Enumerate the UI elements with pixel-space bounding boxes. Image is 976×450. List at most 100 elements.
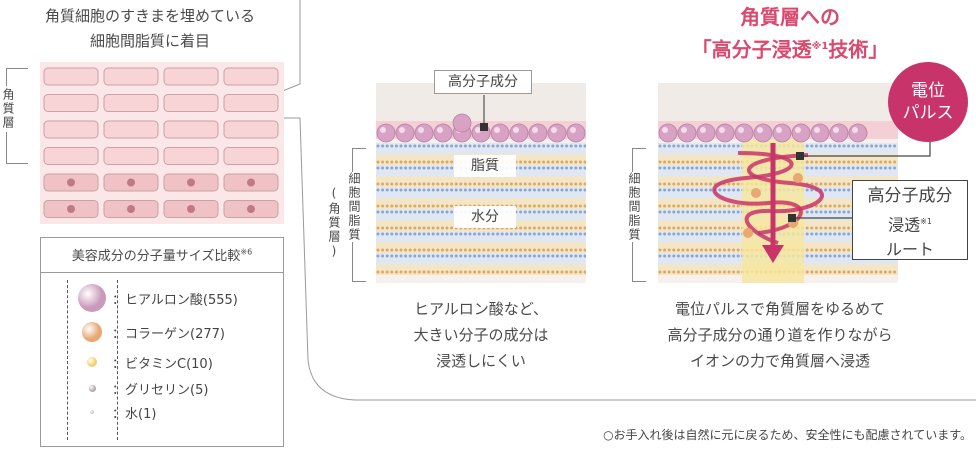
lipid-head: [404, 160, 408, 164]
lipid-head: [574, 248, 578, 252]
lipid-head: [440, 182, 444, 186]
lipid-head: [690, 182, 694, 186]
lipid-head: [404, 232, 408, 236]
corneocyte-cell: [43, 94, 99, 112]
lipid-head: [569, 188, 573, 192]
molecule-highlight: [551, 127, 557, 133]
legend-item-label: ：グリセリン(5): [112, 382, 209, 398]
lipid-head: [399, 210, 403, 214]
lipid-head: [486, 248, 490, 252]
lipid-head: [537, 188, 541, 192]
lipid-head: [431, 226, 435, 230]
lipid-head: [695, 144, 699, 148]
lipid-head: [431, 254, 435, 258]
lipid-head: [722, 204, 726, 208]
lipid-head: [851, 160, 855, 164]
lipid-head: [413, 188, 417, 192]
lipid-head: [709, 254, 713, 258]
lipid-head: [681, 248, 685, 252]
molecule-highlight: [570, 127, 576, 133]
lipid-head: [667, 210, 671, 214]
lipid-head: [663, 144, 667, 148]
lipid-head: [583, 188, 586, 192]
lipid-head: [736, 160, 740, 164]
lipid-head: [523, 270, 527, 274]
lipid-head: [399, 226, 403, 230]
lipid-head: [810, 248, 814, 252]
lipid-head: [833, 188, 837, 192]
lipid-head: [404, 188, 408, 192]
lipid-head: [528, 232, 532, 236]
legend-item: ：水(1): [72, 400, 156, 424]
main-title-line2: 「高分子浸透※1技術」: [620, 32, 960, 65]
lipid-head: [500, 270, 504, 274]
lipid-head: [699, 204, 703, 208]
lipid-head: [828, 226, 832, 230]
lipid-head: [486, 144, 490, 148]
lipid-head: [408, 182, 412, 186]
lipid-head: [394, 204, 398, 208]
lipid-head: [699, 270, 703, 274]
lipid-head: [695, 160, 699, 164]
lipid-head: [837, 254, 841, 258]
lipid-head: [828, 182, 832, 186]
lipid-head: [413, 232, 417, 236]
lipid-head: [565, 248, 569, 252]
legend-dot-cell: [72, 284, 112, 312]
lipid-head: [519, 182, 523, 186]
lipid-head: [828, 144, 832, 148]
lipid-head: [450, 160, 454, 164]
lipid-head: [676, 226, 680, 230]
lipid-head: [837, 166, 841, 170]
lipid-head: [546, 226, 550, 230]
lipid-head: [551, 248, 555, 252]
lipid-head: [672, 160, 676, 164]
lipid-head: [824, 166, 828, 170]
lipid-head: [385, 254, 389, 258]
route-label-line2-text: 浸透: [888, 215, 921, 235]
lipid-head: [450, 188, 454, 192]
lipid-head: [870, 144, 874, 148]
lipid-head: [718, 166, 722, 170]
left-caption: ヒアルロン酸など、 大きい分子の成分は 浸透しにくい: [376, 296, 586, 374]
lipid-head: [394, 270, 398, 274]
lipid-head: [583, 270, 586, 274]
lipid-head: [555, 210, 559, 214]
lipid-head: [569, 160, 573, 164]
lipid-head: [833, 254, 837, 258]
lipid-head: [450, 210, 454, 214]
cell-panel-heading-line2: 細胞間脂質に着目: [89, 32, 210, 50]
lipid-head: [468, 188, 472, 192]
lipid-head: [704, 160, 708, 164]
lipid-head: [532, 204, 536, 208]
lipid-head: [583, 204, 586, 208]
lipid-head: [496, 270, 500, 274]
lipid-head: [537, 144, 541, 148]
lipid-head: [523, 188, 527, 192]
lipid-head: [814, 160, 818, 164]
lipid-head: [500, 248, 504, 252]
lipid-head: [505, 248, 509, 252]
lipid-head: [399, 144, 403, 148]
lipid-head: [519, 188, 523, 192]
lipid-head: [569, 254, 573, 258]
lipid-head: [699, 144, 703, 148]
lipid-head: [445, 182, 449, 186]
lipid-head: [417, 182, 421, 186]
lipid-head: [477, 248, 481, 252]
lipid-head: [542, 188, 546, 192]
lipid-head: [686, 166, 690, 170]
lipid-head: [491, 270, 495, 274]
lipid-head: [440, 232, 444, 236]
lipid-head: [427, 270, 431, 274]
lipid-head: [532, 166, 536, 170]
lipid-head: [468, 144, 472, 148]
lipid-head: [842, 254, 846, 258]
lipid-head: [814, 182, 818, 186]
lipid-head: [413, 144, 417, 148]
lipid-head: [667, 226, 671, 230]
lipid-head: [431, 188, 435, 192]
lipid-head: [695, 270, 699, 274]
corneocyte-cell: [223, 120, 279, 139]
